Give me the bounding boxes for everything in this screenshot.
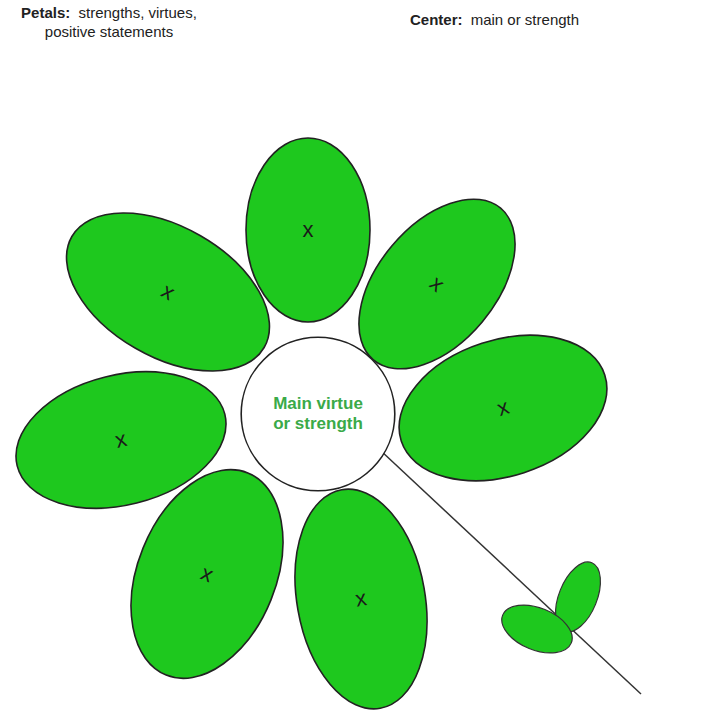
petal-ellipse: x [245,137,371,323]
petal-shape [279,479,444,720]
petals-heading: Petals: [21,4,70,21]
petal-shape [380,310,626,505]
circle-shape [241,337,395,491]
petal-shape [246,138,370,322]
main-virtue-text: Main virtue or strength [263,394,373,435]
petals-note: Petals: strengths, virtues, positive sta… [6,4,212,42]
petal-ellipse: x [278,477,445,720]
petal-mark: x [303,219,314,241]
leaf [495,596,579,663]
center-heading: Center: [410,11,463,28]
center-circle: Main virtue or strength [240,336,396,492]
center-description: main or strength [471,11,579,28]
petal-shape [1,351,240,529]
center-note: Center: main or strength [410,11,710,30]
